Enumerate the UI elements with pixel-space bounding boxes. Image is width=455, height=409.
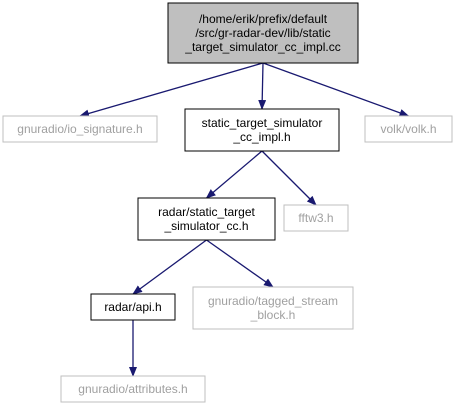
node-label-line: _simulator_cc.h — [163, 219, 248, 233]
node-label-line: /src/gr-radar-dev/lib/static — [195, 26, 330, 40]
node-label-line: fftw3.h — [298, 211, 333, 225]
node-label-line: gnuradio/attributes.h — [78, 382, 187, 396]
node-box — [364, 115, 453, 143]
node-box — [167, 2, 359, 64]
node-label-line: _block.h — [250, 308, 296, 322]
edge-impl-h-to-radar-sts — [205, 150, 263, 199]
node-radar-api[interactable]: radar/api.h — [90, 293, 176, 321]
node-label-line: gnuradio/tagged_stream — [208, 294, 338, 308]
edge-root-to-volk — [262, 62, 410, 117]
node-box — [90, 293, 176, 321]
node-impl-h[interactable]: static_target_simulator_cc_impl.h — [184, 108, 340, 152]
node-box — [137, 197, 276, 241]
node-fftw3: fftw3.h — [283, 204, 349, 232]
node-label-line: _cc_impl.h — [232, 130, 290, 144]
edge-impl-h-to-fftw3 — [261, 150, 317, 206]
node-volk: volk/volk.h — [364, 115, 453, 143]
edges-layer — [79, 62, 410, 377]
node-box — [184, 108, 340, 152]
edge-radar-sts-to-radar-api — [132, 239, 207, 295]
node-label-line: radar/api.h — [104, 300, 161, 314]
node-root[interactable]: /home/erik/prefix/default/src/gr-radar-d… — [167, 2, 359, 64]
node-box — [192, 286, 354, 330]
edge-root-to-io-signature — [79, 62, 264, 118]
node-box — [60, 375, 206, 403]
node-label-line: radar/static_target — [158, 205, 255, 219]
node-label-line: volk/volk.h — [380, 122, 436, 136]
node-attributes: gnuradio/attributes.h — [60, 375, 206, 403]
edge-radar-sts-to-tagged-stream — [206, 239, 274, 288]
node-io-signature: gnuradio/io_signature.h — [2, 115, 158, 143]
nodes-layer: /home/erik/prefix/default/src/gr-radar-d… — [2, 2, 453, 403]
node-tagged-stream: gnuradio/tagged_stream_block.h — [192, 286, 354, 330]
node-radar-sts[interactable]: radar/static_target_simulator_cc.h — [137, 197, 276, 241]
edge-root-to-impl-h — [258, 62, 267, 110]
node-box — [283, 204, 349, 232]
node-label-line: static_target_simulator — [202, 116, 323, 130]
node-label-line: gnuradio/io_signature.h — [17, 122, 142, 136]
node-label-line: _target_simulator_cc_impl.cc — [184, 40, 340, 54]
node-label-line: /home/erik/prefix/default — [199, 12, 328, 26]
node-box — [2, 115, 158, 143]
